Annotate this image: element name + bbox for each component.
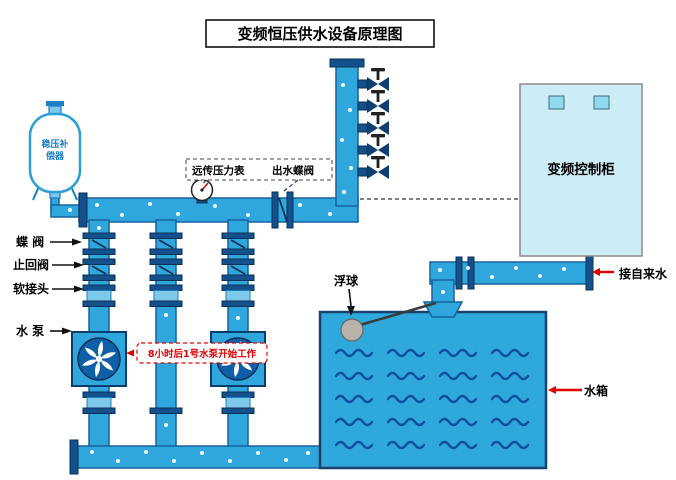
inlet-funnel	[422, 301, 464, 318]
vessel-label-line1: 稳压补	[41, 138, 68, 150]
label-butterfly-valve: 蝶 阀	[16, 234, 44, 249]
valve-stack-line-2	[149, 232, 183, 414]
inlet-pipe	[422, 255, 594, 318]
suction-pipe	[75, 445, 323, 469]
pressure-gauge	[190, 178, 214, 204]
label-check-valve: 止回阀	[13, 257, 49, 272]
riser-cap	[329, 58, 365, 68]
label-water-tank: 水箱	[584, 383, 608, 398]
label-soft-joint: 软接头	[13, 281, 49, 296]
water-pump-1	[71, 331, 127, 387]
arrow-butterfly-valve	[72, 238, 82, 246]
float-rod	[359, 301, 437, 327]
page-title: 变频恒压供水设备原理图	[237, 25, 402, 43]
vessel-label-line2: 偿器	[45, 150, 65, 162]
pressure-vessel: 稳压补 偿器	[28, 101, 82, 201]
arrow-float-ball	[347, 306, 355, 316]
tap-water-label: 接自来水	[592, 266, 668, 281]
cabinet-indicator-1	[548, 95, 565, 110]
label-tap-water: 接自来水	[619, 266, 668, 281]
gauge-label-box: 远传压力表 出水蝶阀	[185, 158, 333, 192]
label-remote-pressure-gauge: 远传压力表	[192, 164, 245, 177]
arrow-tap-water	[592, 268, 600, 276]
title-box	[205, 19, 435, 48]
frequency-control-cabinet: 变频控制柜	[519, 83, 643, 257]
float-ball-label: 浮球	[334, 273, 359, 316]
note-text: 8小时后1号水泵开始工作	[148, 348, 257, 360]
arrow-water-pump	[62, 327, 72, 335]
arrow-water-tank	[548, 386, 556, 394]
cabinet-label: 变频控制柜	[547, 161, 615, 178]
float-ball	[340, 318, 364, 342]
water-tank-label: 水箱	[548, 383, 608, 398]
label-float-ball: 浮球	[334, 273, 359, 288]
branch-valves	[357, 67, 390, 180]
outlet-butterfly-valve	[271, 191, 294, 229]
left-component-labels: 蝶 阀 止回阀 软接头 水 泵	[13, 234, 84, 338]
riser-pipe	[335, 65, 359, 207]
arrow-pump-start-note	[126, 349, 134, 357]
label-water-pump: 水 泵	[16, 323, 44, 338]
main-pipe-end-flange	[78, 192, 88, 228]
valve-stack-line-3	[221, 232, 255, 414]
suction-pipe-flange	[69, 439, 79, 475]
pipe-bubbles	[68, 83, 566, 463]
valve-stack-line-1	[82, 232, 116, 414]
pump-start-note: 8小时后1号水泵开始工作	[126, 342, 268, 364]
main-outlet-pipe	[78, 197, 359, 223]
cabinet-indicator-2	[593, 95, 610, 110]
inlet-end-flange	[585, 255, 594, 291]
arrow-check-valve	[74, 261, 84, 269]
arrow-soft-joint	[74, 285, 84, 293]
label-outlet-butterfly-valve: 出水蝶阀	[272, 164, 314, 177]
